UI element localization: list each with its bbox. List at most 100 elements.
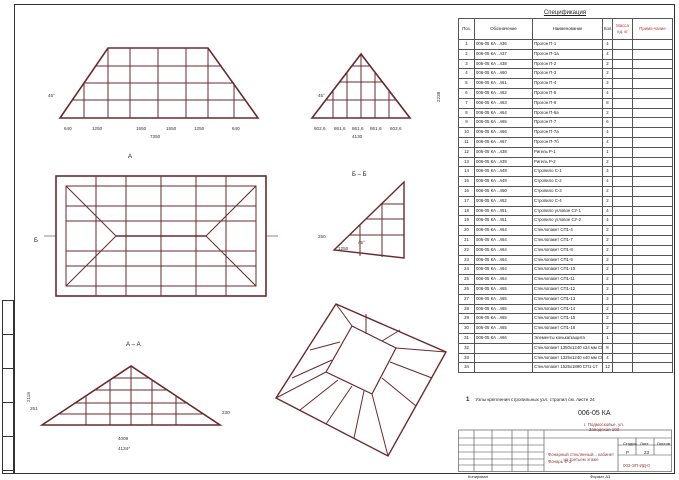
spec-cell bbox=[612, 283, 633, 295]
spec-cell bbox=[612, 136, 633, 148]
spec-cell bbox=[612, 117, 633, 129]
spec-cell: 20 bbox=[458, 225, 475, 236]
spec-cell: 31 bbox=[458, 332, 475, 344]
spec-cell: 2 bbox=[602, 293, 613, 305]
section-bb-label: Б – Б bbox=[352, 172, 367, 178]
spec-cell bbox=[612, 58, 633, 70]
spec-cell: 6 bbox=[458, 87, 475, 99]
elev2-total-dim: 4130 bbox=[352, 134, 363, 139]
spec-header: Поз. bbox=[458, 18, 475, 40]
spec-cell: Стропило С-4 bbox=[532, 195, 603, 207]
spec-cell bbox=[632, 313, 673, 325]
elev1-segment-dim: 1550 bbox=[136, 126, 147, 131]
spec-header: Кол. bbox=[602, 18, 613, 40]
sheets-label: Листов bbox=[657, 441, 670, 446]
spec-cell: 006-05 КА ..л51 bbox=[474, 205, 533, 217]
spec-cell: 2 bbox=[602, 58, 613, 70]
spec-cell: 006-05 КА ..л64 bbox=[474, 244, 533, 256]
spec-cell bbox=[612, 185, 633, 197]
spec-cell bbox=[612, 234, 633, 246]
spec-cell: 006-05 КА ..л50 bbox=[474, 185, 533, 197]
spec-cell: 4 bbox=[602, 215, 613, 227]
spec-cell: 23 bbox=[458, 254, 475, 266]
elev1-segment-dim: 640 bbox=[64, 126, 72, 131]
spec-cell: 16 bbox=[458, 185, 475, 197]
spec-cell: 27 bbox=[458, 293, 475, 305]
elevation-long bbox=[58, 47, 260, 119]
spec-cell: Прогон П-3 bbox=[532, 68, 603, 80]
spec-cell bbox=[612, 313, 633, 325]
spec-cell bbox=[474, 342, 533, 354]
spec-cell bbox=[632, 293, 673, 305]
spec-cell: Стеклопакет СП1-12 bbox=[532, 283, 603, 295]
spec-cell: 2 bbox=[602, 274, 613, 285]
spec-cell bbox=[632, 352, 673, 364]
spec-cell bbox=[612, 264, 633, 276]
spec-cell: 4 bbox=[602, 48, 613, 60]
spec-cell: 3 bbox=[458, 58, 475, 70]
spec-cell: 1 bbox=[458, 39, 475, 50]
spec-cell: 006-05 КА ..л66 bbox=[474, 332, 533, 344]
spec-title: Спецификация bbox=[543, 10, 587, 16]
spec-cell bbox=[632, 274, 673, 285]
spec-cell: 006-05 КА ..л48 bbox=[474, 166, 533, 178]
spec-cell: 006-05 КА ..л64 bbox=[474, 234, 533, 246]
spec-cell: 006-05 КА ..л60 bbox=[474, 68, 533, 80]
margin-stamp-strip bbox=[2, 300, 14, 474]
spec-cell: Элементы конька/защита bbox=[532, 332, 603, 344]
spec-cell: 006-05 КА ..л64 bbox=[474, 274, 533, 285]
spec-cell: 5 bbox=[458, 78, 475, 89]
spec-cell: 6 bbox=[602, 117, 613, 129]
spec-cell: 24 bbox=[458, 264, 475, 276]
spec-cell: 2 bbox=[602, 323, 613, 334]
drawing-name: Фонарный стеклянный... кабинет на третье… bbox=[548, 452, 614, 462]
elev2-angle: 45° bbox=[318, 93, 325, 98]
title-block: 006-05 КА г. Подмосковье, ул. Заводская … bbox=[458, 408, 672, 472]
spec-cell bbox=[632, 303, 673, 315]
spec-header-row: Поз. Обозначение Наименование Кол. Масса… bbox=[458, 18, 673, 40]
spec-cell: 4 bbox=[602, 136, 613, 148]
spec-cell bbox=[632, 185, 673, 197]
spec-cell bbox=[612, 352, 633, 364]
cut-a-top: А bbox=[128, 154, 132, 160]
spec-cell: 21 bbox=[458, 234, 475, 246]
aa-left: 251 bbox=[30, 406, 38, 411]
spec-cell: 4 bbox=[602, 87, 613, 99]
spec-cell: 30 bbox=[458, 323, 475, 334]
spec-cell: 006-05 КА ..л51 bbox=[474, 215, 533, 227]
spec-cell bbox=[632, 87, 673, 99]
spec-cell: Стеклопакет 1350x1240 х24 мм СП1-5 bbox=[532, 342, 603, 354]
stage-value: Р bbox=[626, 450, 630, 455]
elev2-height: 2238 bbox=[436, 91, 441, 102]
elev1-segment-dim: 1550 bbox=[166, 126, 177, 131]
spec-cell bbox=[632, 215, 673, 227]
spec-header: Наименование bbox=[532, 18, 603, 40]
spec-cell: Стропило С-2 bbox=[532, 176, 603, 187]
spec-cell: 7 bbox=[458, 97, 475, 109]
spec-cell: Прогон П-2 bbox=[532, 58, 603, 70]
spec-cell: Прогон П-7а bbox=[532, 127, 603, 138]
spec-header: Обозначение bbox=[474, 18, 533, 40]
spec-cell bbox=[612, 303, 633, 315]
drawing-code: 006-05 КА bbox=[578, 410, 611, 417]
elev1-angle: 45° bbox=[48, 93, 55, 98]
spec-cell: Стеклопакет 1325x1240 х40 мм СП1-6 bbox=[532, 352, 603, 364]
spec-cell: Прогон П-7 bbox=[532, 117, 603, 129]
spec-cell: 006-05 КА ..л49 bbox=[474, 176, 533, 187]
elev1-segment-dim: 640 bbox=[232, 126, 240, 131]
spec-cell bbox=[612, 244, 633, 256]
spec-cell bbox=[612, 107, 633, 119]
spec-cell: Прогон П-4 bbox=[532, 78, 603, 89]
specification-table: Спецификация Поз. Обозначение Наименован… bbox=[458, 8, 673, 374]
view-caption: Фонарь Ф-2 bbox=[548, 459, 572, 464]
